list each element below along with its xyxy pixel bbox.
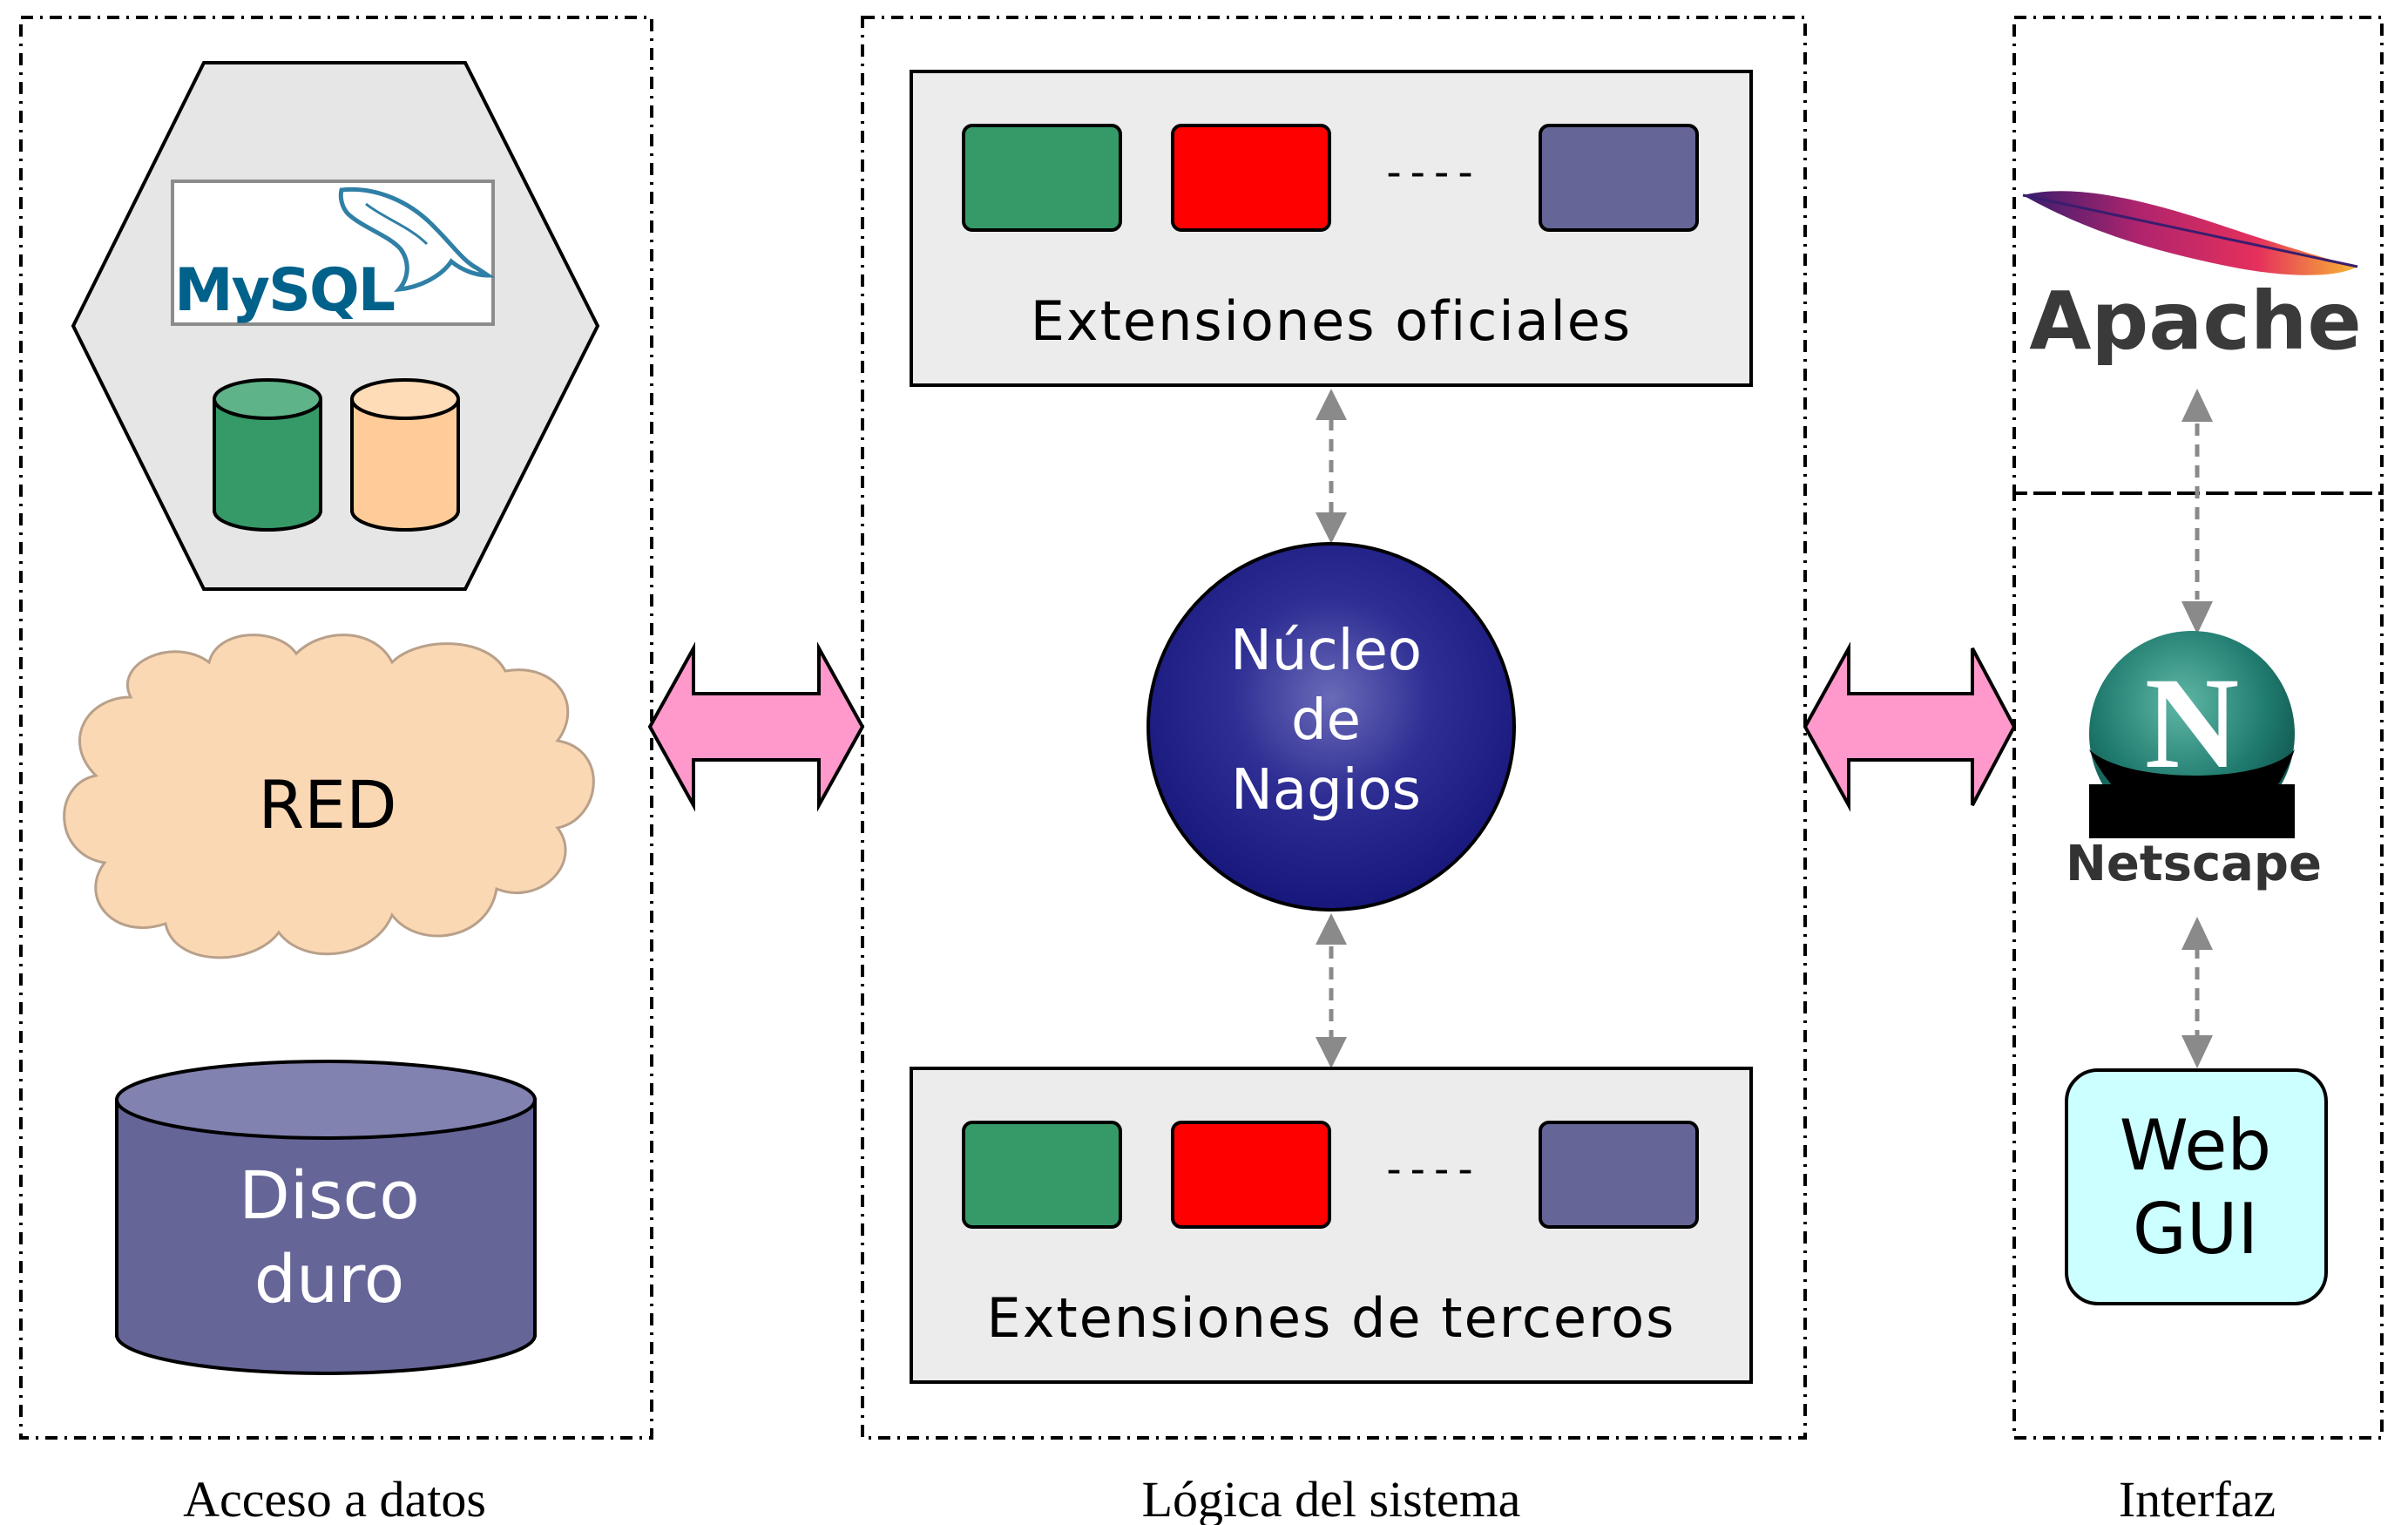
- official-extensions-label: Extensiones oficiales: [1031, 289, 1633, 353]
- arrowhead-up-official: [1316, 389, 1347, 420]
- extension-block-red: [1171, 124, 1331, 232]
- mysql-dolphin-icon: [338, 186, 496, 293]
- network-cloud: [63, 634, 595, 959]
- nagios-core-label-line3: Nagios: [1231, 758, 1421, 823]
- mysql-logo-text: MySQL: [174, 256, 395, 325]
- data-access-frame: [19, 16, 653, 1440]
- extension-block-slate: [1539, 124, 1699, 232]
- web-gui-label-line1: Web: [2120, 1105, 2271, 1186]
- network-label: RED: [258, 766, 396, 844]
- database-cylinder-peach: [350, 378, 460, 532]
- web-gui-label-line2: GUI: [2133, 1189, 2258, 1270]
- arrowhead-up-core-bottom: [1316, 913, 1347, 945]
- hard-disk-label: Disco: [239, 1156, 420, 1234]
- netscape-logo-text: Netscape: [2066, 836, 2322, 892]
- arrowhead-down-netscape: [2181, 601, 2213, 634]
- extension-ellipsis: ----: [1386, 148, 1481, 197]
- web-gui-box: [2065, 1068, 2328, 1305]
- mysql-logo-frame: [171, 180, 495, 326]
- arrowhead-down-webgui: [2181, 1035, 2213, 1068]
- nagios-core-label-line1: Núcleo: [1230, 619, 1422, 683]
- arrowhead-up-apache: [2181, 389, 2213, 422]
- apache-logo-text: Apache: [2029, 274, 2362, 368]
- third-party-block-slate: [1539, 1121, 1699, 1229]
- double-arrow-right-connector: [1803, 641, 2017, 812]
- hard-disk-cylinder: [115, 1060, 537, 1375]
- data-access-caption: Acceso a datos: [183, 1471, 486, 1525]
- arrowhead-up-netscape: [2181, 917, 2213, 950]
- netscape-letter: N: [2145, 651, 2239, 796]
- arrowhead-down-thirdparty: [1316, 1037, 1347, 1068]
- extension-block-green: [962, 124, 1122, 232]
- third-party-extensions-label: Extensiones de terceros: [987, 1286, 1676, 1350]
- third-party-block-red: [1171, 1121, 1331, 1229]
- apache-feather-icon: [2022, 191, 2358, 275]
- nagios-core-sphere: [1147, 542, 1516, 912]
- database-cylinder-green: [213, 378, 322, 532]
- interface-caption: Interfaz: [2119, 1471, 2276, 1525]
- hard-disk-label-line2: duro: [254, 1240, 404, 1318]
- system-logic-caption: Lógica del sistema: [1142, 1471, 1521, 1525]
- double-arrow-left-connector: [647, 641, 865, 812]
- netscape-globe-icon: [2089, 631, 2295, 838]
- third-party-block-green: [962, 1121, 1122, 1229]
- third-party-ellipsis: ----: [1386, 1145, 1481, 1194]
- system-logic-frame: [861, 16, 1807, 1440]
- nagios-core-label-line2: de: [1291, 688, 1361, 753]
- arrowhead-down-core-top: [1316, 512, 1347, 544]
